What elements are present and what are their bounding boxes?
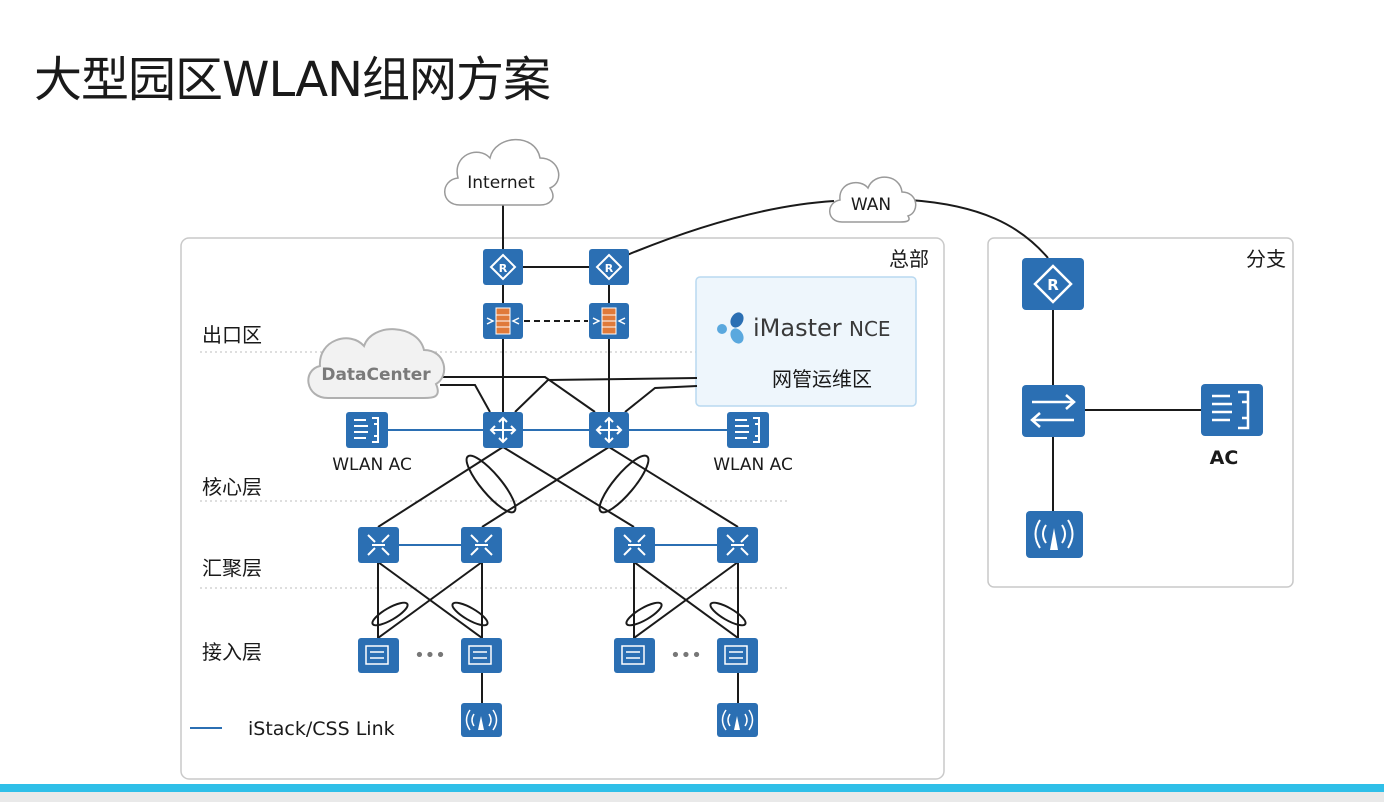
legend-stack-link-label: iStack/CSS Link: [248, 718, 395, 740]
agg-switch-2: [461, 527, 502, 563]
branch-zone: [987, 237, 1294, 588]
firewall-2: [589, 303, 629, 339]
access-switch-1: [358, 638, 399, 673]
core-switch-1: [483, 412, 523, 448]
access-ellipsis-right: •••: [670, 645, 702, 666]
nce-zone-label: 网管运维区: [772, 367, 872, 391]
hq-zone-label: 总部: [889, 247, 929, 271]
nce-brand: iMaster: [753, 314, 842, 342]
access-switch-3: [614, 638, 655, 673]
access-ellipsis-left: •••: [414, 645, 446, 666]
internet-cloud: Internet: [444, 138, 560, 206]
branch-ac: [1201, 384, 1263, 436]
firewall-1: [483, 303, 523, 339]
stack-links: [190, 429, 727, 729]
hq-router-1: R: [483, 249, 523, 285]
core-layer-label: 核心层: [202, 475, 262, 499]
datacenter-cloud: DataCenter: [307, 328, 445, 399]
agg-switch-4: [717, 527, 758, 563]
wan-cloud: WAN: [829, 176, 917, 223]
core-switch-2: [589, 412, 629, 448]
imaster-logo-icon: [717, 312, 744, 344]
wlan-ac-right: [727, 412, 769, 448]
bottom-strip: [0, 792, 1384, 802]
access-layer-label: 接入层: [202, 640, 262, 664]
svg-text:R: R: [1047, 276, 1059, 294]
aggregation-layer-label: 汇聚层: [202, 556, 262, 580]
datacenter-label: DataCenter: [321, 365, 431, 385]
wlan-ac-right-label: WLAN AC: [713, 455, 793, 475]
wlan-ac-left: [346, 412, 388, 448]
hq-router-2: R: [589, 249, 629, 285]
egress-layer-label: 出口区: [202, 323, 262, 347]
page-title: 大型园区WLAN组网方案: [34, 52, 551, 108]
wan-label: WAN: [851, 195, 891, 215]
branch-ac-label: AC: [1210, 447, 1239, 469]
svg-text:R: R: [605, 262, 614, 275]
wlan-ac-left-label: WLAN AC: [332, 455, 412, 475]
branch-zone-label: 分支: [1246, 247, 1286, 271]
agg-switch-3: [614, 527, 655, 563]
internet-label: Internet: [467, 173, 535, 193]
branch-router: R: [1022, 258, 1084, 310]
access-switch-2: [461, 638, 502, 673]
branch-switch: [1022, 385, 1085, 437]
ap-2: [717, 703, 758, 737]
accent-bar: [0, 784, 1384, 792]
ap-1: [461, 703, 502, 737]
nce-product: NCE: [849, 317, 891, 341]
eth-trunk-ellipses: [371, 454, 747, 627]
nce-zone-box: [695, 276, 917, 407]
branch-ap: [1026, 511, 1083, 558]
svg-text:R: R: [499, 262, 508, 275]
agg-switch-1: [358, 527, 399, 563]
access-switch-4: [717, 638, 758, 673]
